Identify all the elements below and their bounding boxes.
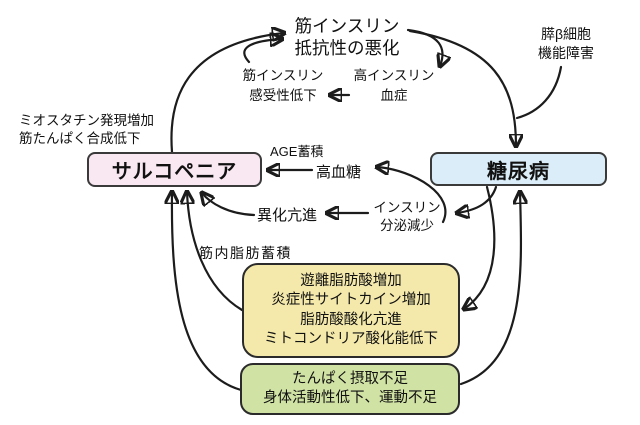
- arrow-resistance-to-diabetes: [408, 29, 516, 146]
- label-line: 分泌減少: [380, 218, 434, 233]
- label-muscle-insulin-resistance: 筋インスリン 抵抗性の悪化: [293, 15, 401, 59]
- metabolic-effects-line: ミトコンドリア酸化能低下: [264, 331, 438, 347]
- label-hyperglycemia: 高血糖: [316, 164, 362, 181]
- label-muscle-insulin-sensitivity: 筋インスリン 感受性低下: [240, 66, 326, 106]
- label-line: インスリン: [373, 200, 441, 215]
- arrow-sarcopenia-to-resistance: [170, 33, 284, 154]
- label-catabolism: 異化亢進: [257, 207, 318, 224]
- lifestyle-factors-line: 身体活動性低下、運動不足: [263, 390, 437, 406]
- arrow-sensitivity-to-resistance: [243, 39, 282, 64]
- label-intramuscular-fat: 筋内脂肪蓄積: [199, 245, 292, 261]
- label-line: 筋インスリン: [242, 68, 324, 83]
- label-line: 血症: [380, 88, 408, 103]
- label-line: 膵β細胞: [540, 26, 592, 42]
- label-age-accumulation: AGE蓄積: [270, 144, 324, 159]
- metabolic-effects-line: 脂肪酸酸化亢進: [300, 311, 402, 328]
- arrow-lifestyle-to-diabetes: [459, 192, 521, 386]
- arrow-resistance-to-hyperinsulinemia: [406, 28, 442, 66]
- label-hyperinsulinemia: 高インスリン 血症: [352, 66, 436, 106]
- metabolic-effects-box: 遊離脂肪酸増加 炎症性サイトカイン増加 脂肪酸酸化亢進 ミトコンドリア酸化能低下: [242, 263, 460, 358]
- label-line: 筋インスリン: [294, 16, 400, 36]
- label-line: 機能障害: [538, 45, 594, 61]
- label-beta-cell-dysfunction: 膵β細胞 機能障害: [527, 25, 605, 63]
- connector-betacell-to-diabetes: [515, 65, 563, 120]
- label-line: 高インスリン: [353, 68, 435, 83]
- arrow-diabetes-to-insulin-secretion: [457, 185, 498, 213]
- arrow-catabolism-to-sarcopenia: [202, 193, 256, 217]
- metabolic-effects-line: 遊離脂肪酸増加: [300, 272, 402, 289]
- diabetes-box: 糖尿病: [430, 152, 607, 186]
- arrow-insulin-secretion-to-hyperglycemia: [377, 167, 447, 224]
- arrow-lifestyle-to-sarcopenia: [172, 192, 243, 392]
- sarcopenia-box-label: サルコペニア: [111, 161, 238, 183]
- label-line: ミオスタチン発現増加: [19, 113, 154, 128]
- label-line: 感受性低下: [249, 88, 317, 103]
- label-line: 筋たんぱく合成低下: [19, 131, 141, 146]
- label-insulin-secretion: インスリン 分泌減少: [372, 199, 442, 235]
- diabetes-box-label: 糖尿病: [487, 160, 550, 183]
- metabolic-effects-line: 炎症性サイトカイン増加: [271, 292, 431, 308]
- lifestyle-factors-line: たんぱく摂取不足: [292, 370, 408, 387]
- arrow-diabetes-to-metabolic: [464, 185, 496, 309]
- label-line: 抵抗性の悪化: [294, 38, 400, 58]
- label-myostatin: ミオスタチン発現増加 筋たんぱく合成低下: [19, 112, 179, 148]
- arrow-metabolic-to-sarcopenia: [187, 192, 244, 312]
- lifestyle-factors-box: たんぱく摂取不足 身体活動性低下、運動不足: [240, 363, 460, 415]
- sarcopenia-box: サルコペニア: [87, 152, 262, 187]
